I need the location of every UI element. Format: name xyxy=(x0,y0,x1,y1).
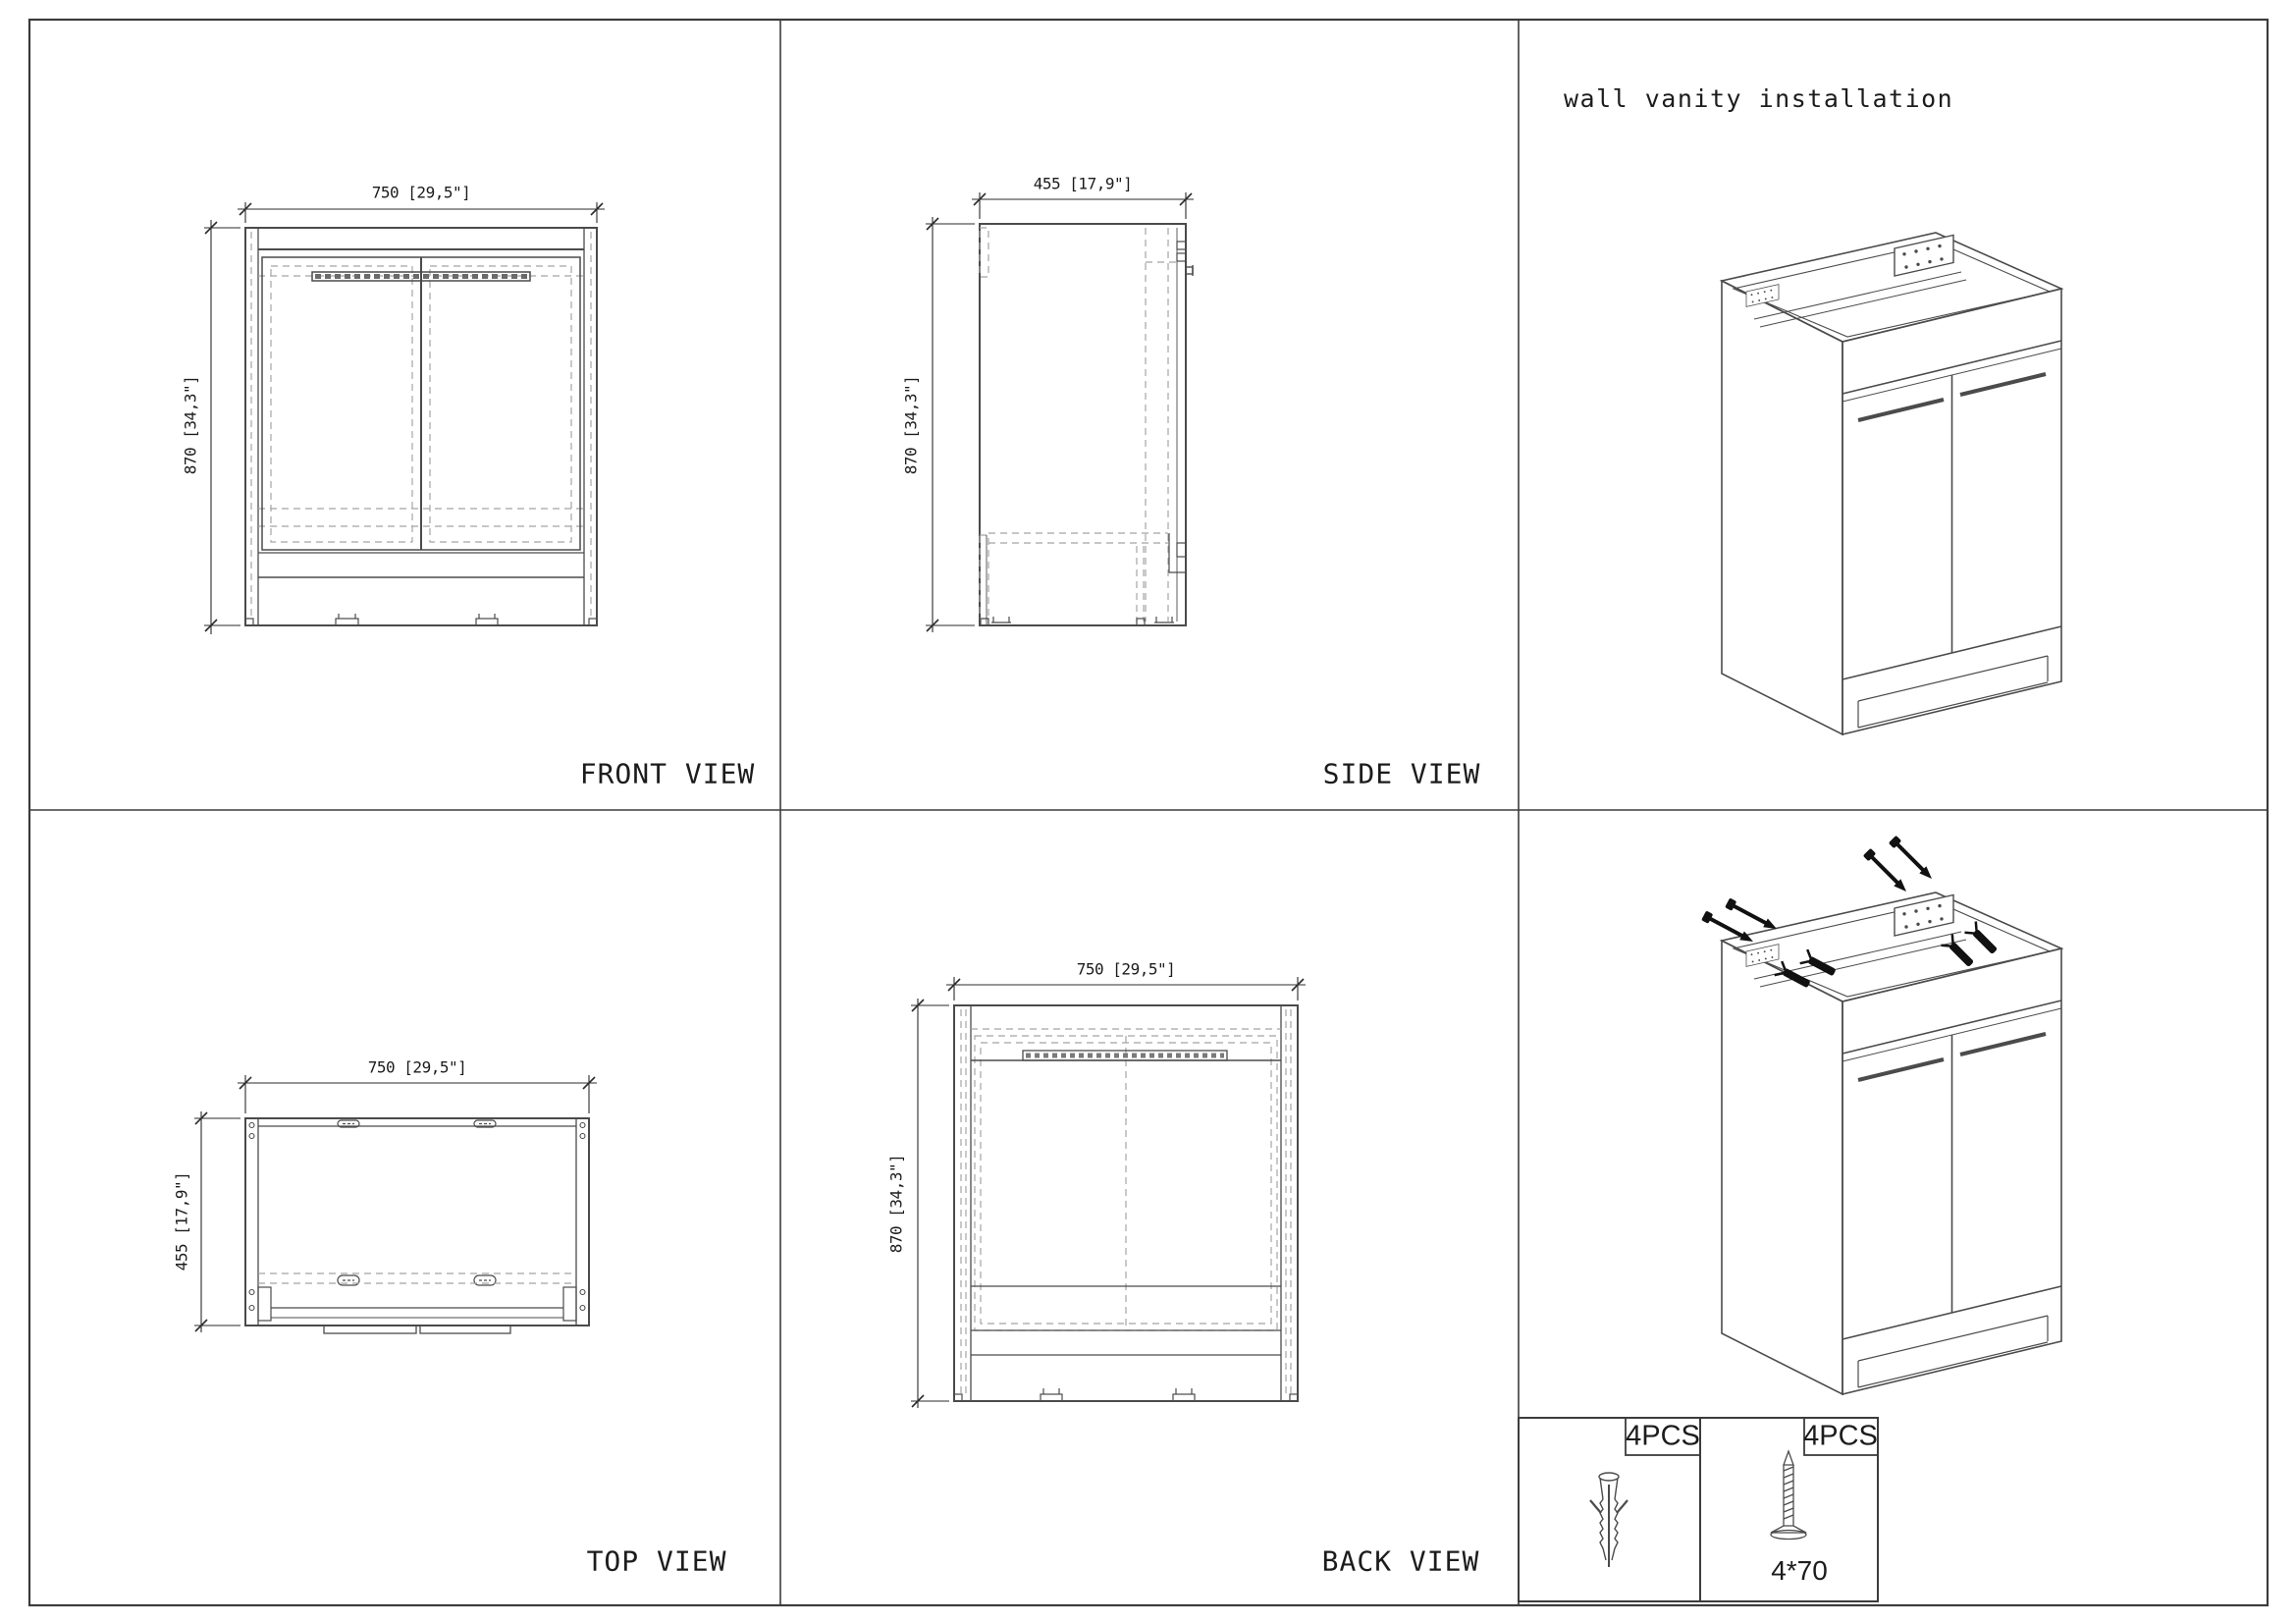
side-view-label: SIDE VIEW xyxy=(1322,757,1481,790)
screw-qty-label: 4PCS xyxy=(1803,1420,1878,1452)
back-height-dimension: 870 [34,3"] xyxy=(886,1154,906,1254)
parts-table xyxy=(1518,1417,1879,1602)
screw-size-label: 4*70 xyxy=(1771,1555,1828,1586)
top-width-dimension: 750 [29,5"] xyxy=(367,1057,467,1077)
front-handle-bar xyxy=(311,271,531,282)
wall-anchor-icon xyxy=(1589,1472,1629,1567)
front-feet xyxy=(244,614,598,626)
top-hidden-lines xyxy=(258,1272,576,1284)
top-screw-holes xyxy=(248,1121,586,1312)
screw-qty-box xyxy=(1803,1417,1879,1456)
installation-isometric-drawing xyxy=(1701,835,2061,1394)
front-view-drawing xyxy=(204,202,605,634)
top-height-dimension: 455 [17,9"] xyxy=(172,1171,191,1271)
front-dimensions xyxy=(204,202,605,634)
top-slots xyxy=(337,1119,497,1286)
front-height-dimension: 870 [34,3"] xyxy=(181,375,200,475)
anchor-qty-box xyxy=(1625,1417,1701,1456)
back-view-drawing xyxy=(911,977,1306,1408)
installation-screws xyxy=(1701,835,2002,993)
side-top-bracket xyxy=(1176,241,1187,262)
side-view-drawing xyxy=(926,192,1194,632)
front-view-label: FRONT VIEW xyxy=(579,757,756,790)
anchor-qty-label: 4PCS xyxy=(1626,1420,1700,1452)
vanity-isometric-drawing xyxy=(1719,232,2064,736)
top-view-drawing xyxy=(194,1075,597,1334)
iso-left-door-handle xyxy=(1857,398,1945,422)
iso-plinth xyxy=(1857,655,2049,729)
back-hidden-lines xyxy=(960,1009,1292,1397)
side-width-dimension: 455 [17,9"] xyxy=(1033,174,1133,193)
back-view-label: BACK VIEW xyxy=(1321,1544,1480,1578)
top-dimensions xyxy=(194,1075,597,1332)
side-hidden-lines xyxy=(979,227,1177,622)
screw-icon xyxy=(1770,1449,1807,1541)
front-width-dimension: 750 [29,5"] xyxy=(371,183,471,202)
page-title: wall vanity installation xyxy=(1564,84,1954,113)
top-view-label: TOP VIEW xyxy=(586,1544,727,1578)
back-dimensions xyxy=(911,977,1306,1408)
sheet-grid xyxy=(27,18,2269,1607)
side-dimensions xyxy=(926,192,1194,632)
side-height-dimension: 870 [34,3"] xyxy=(901,375,921,475)
back-handle-bar xyxy=(1022,1050,1228,1061)
back-width-dimension: 750 [29,5"] xyxy=(1076,959,1176,979)
top-door-handles xyxy=(323,1325,511,1334)
side-feet xyxy=(980,617,1174,626)
iso-right-door-handle xyxy=(1959,372,2047,397)
side-handle xyxy=(1185,265,1194,276)
back-feet xyxy=(953,1388,1299,1402)
